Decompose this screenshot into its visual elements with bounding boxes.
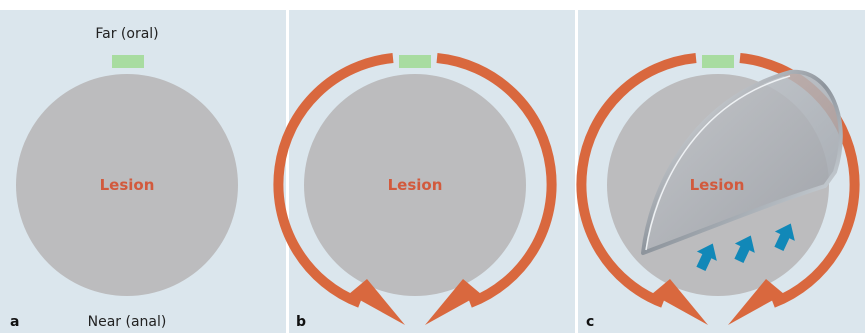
lift-arrow-icon bbox=[774, 223, 795, 251]
panel-label: c bbox=[586, 314, 594, 330]
lesion-label: Lesion bbox=[388, 176, 443, 194]
left-arrow-head bbox=[349, 279, 405, 325]
left-incision-arrow bbox=[576, 53, 697, 308]
right-arrow-head bbox=[425, 279, 481, 325]
lesion-label: Lesion bbox=[690, 176, 745, 194]
panel-divider bbox=[286, 10, 289, 333]
far-marker bbox=[702, 55, 734, 68]
left-incision-arrow bbox=[273, 53, 394, 308]
panel-c: Lesion c bbox=[576, 53, 860, 330]
lift-arrow-icon bbox=[734, 235, 755, 263]
right-arrow-head bbox=[728, 279, 784, 325]
lesion bbox=[16, 74, 238, 296]
left-arrow-head bbox=[652, 279, 708, 325]
panel-b: Lesion b bbox=[273, 53, 557, 330]
top-border bbox=[0, 0, 865, 10]
far-marker bbox=[112, 55, 144, 68]
far-label: Far (oral) bbox=[95, 26, 158, 42]
flap-rim-highlight bbox=[645, 75, 791, 251]
lesion-label: Lesion bbox=[100, 176, 155, 194]
panel-label: b bbox=[296, 314, 306, 330]
far-marker bbox=[399, 55, 431, 68]
near-label: Near (anal) bbox=[88, 314, 167, 330]
lifted-mucosal-flap bbox=[641, 69, 843, 255]
panel-label: a bbox=[10, 314, 19, 330]
panel-a: Far (oral) Lesion Near (anal) a bbox=[10, 26, 238, 330]
right-incision-arrow bbox=[436, 53, 557, 308]
panel-divider bbox=[575, 10, 578, 333]
lift-arrow-icon bbox=[696, 243, 717, 271]
lesion bbox=[304, 74, 526, 296]
